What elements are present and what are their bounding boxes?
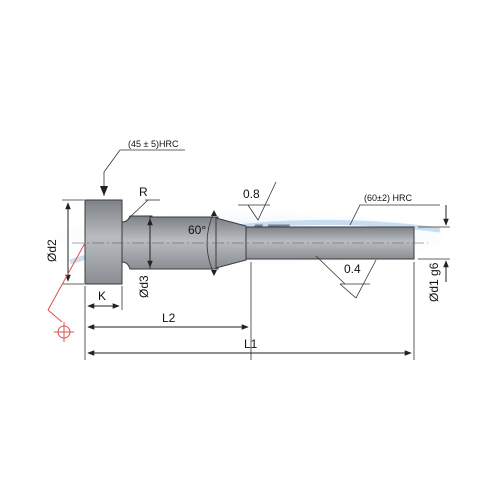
dim-k: K bbox=[84, 286, 123, 360]
radius-callout: R bbox=[127, 185, 160, 220]
radius-label: R bbox=[139, 185, 148, 199]
roughness-bottom-symbol: 0.4 bbox=[315, 255, 377, 299]
dim-l2: L2 bbox=[87, 262, 252, 360]
roughness-top-symbol: 0.8 bbox=[238, 181, 277, 221]
dim-d1: Ød1 g6 bbox=[418, 205, 450, 302]
dim-d3-label: Ød3 bbox=[137, 275, 151, 298]
pin-neck bbox=[121, 215, 153, 270]
dim-l1-label: L1 bbox=[244, 337, 258, 351]
datum-symbol bbox=[47, 242, 86, 342]
head-hardness-label: (45 ± 5)HRC bbox=[128, 139, 179, 149]
dim-d3: Ød3 bbox=[137, 218, 153, 298]
dim-k-label: K bbox=[98, 289, 106, 303]
dim-d2-label: Ød2 bbox=[45, 239, 59, 262]
shaft-hardness-callout: (60±2) HRC bbox=[349, 193, 440, 226]
roughness-bottom-label: 0.4 bbox=[344, 262, 361, 276]
dim-l1: L1 bbox=[87, 262, 415, 360]
dim-d2: Ød2 bbox=[45, 199, 84, 285]
ejector-pin bbox=[72, 199, 428, 285]
head-hardness-callout: (45 ± 5)HRC bbox=[100, 139, 185, 196]
roughness-top-label: 0.8 bbox=[243, 187, 260, 201]
pin-taper bbox=[215, 217, 247, 269]
angle-label: 60° bbox=[188, 223, 206, 237]
dim-d1-label: Ød1 g6 bbox=[427, 262, 441, 302]
shaft-hardness-label: (60±2) HRC bbox=[364, 193, 412, 203]
angle-callout: 60° bbox=[188, 210, 217, 276]
pin-head bbox=[84, 199, 123, 285]
dim-l2-label: L2 bbox=[162, 311, 176, 325]
